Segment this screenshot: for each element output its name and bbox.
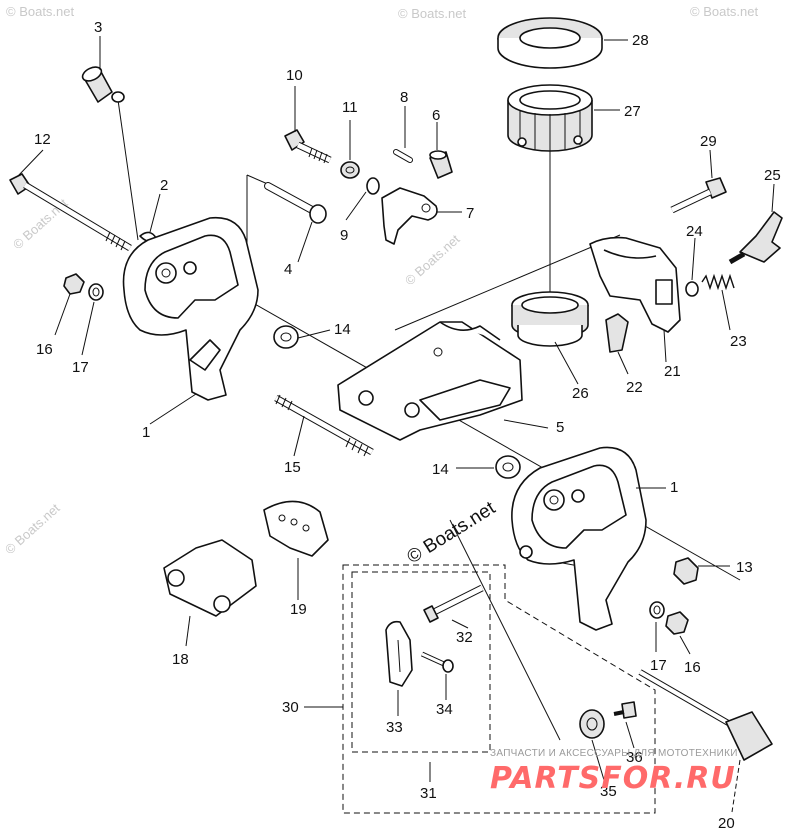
callout-16-left: 16 — [36, 341, 53, 358]
callout-28: 28 — [632, 32, 649, 49]
watermark: © Boats.net — [402, 231, 463, 288]
callout-2: 2 — [160, 177, 168, 194]
part-5-swivel-bracket — [337, 321, 523, 441]
watermark: © Boats.net — [690, 4, 759, 19]
watermark: © Boats.net — [398, 6, 467, 21]
part-32-stud — [423, 584, 484, 623]
callout-35: 35 — [600, 783, 617, 800]
callout-labels: 3 2 10 4 11 8 6 9 7 12 16 17 14 1 15 5 1… — [34, 19, 781, 832]
callout-10: 10 — [286, 67, 303, 84]
part-4-pin — [264, 182, 327, 224]
part-19-cradle — [263, 500, 329, 557]
part-8-pin — [393, 149, 413, 163]
center-watermark: © Boats.net — [404, 497, 500, 568]
part-16-nut-left — [63, 273, 85, 295]
callout-22: 22 — [626, 379, 643, 396]
part-18-holder — [163, 539, 257, 617]
part-21-clamp — [589, 236, 681, 333]
callout-11: 11 — [342, 99, 358, 116]
part-23-spring — [701, 273, 735, 291]
callout-20: 20 — [718, 815, 735, 832]
callout-23: 23 — [730, 333, 747, 350]
banner-caption: ЗАПЧАСТИ И АКСЕССУАРЫ ДЛЯ МОТОТЕХНИКИ — [490, 748, 738, 759]
part-34-pin — [420, 651, 454, 673]
callout-33: 33 — [386, 719, 403, 736]
part-27-bushing — [507, 84, 593, 152]
callout-7: 7 — [466, 205, 474, 222]
part-25-thumb-screw — [728, 211, 783, 265]
part-10-bolt — [284, 129, 332, 164]
callout-4: 4 — [284, 261, 292, 278]
callout-5: 5 — [556, 419, 564, 436]
part-35-knob — [579, 709, 605, 739]
callout-24: 24 — [686, 223, 703, 240]
callout-16-right: 16 — [684, 659, 701, 676]
part-36-screw — [613, 701, 637, 719]
part-15-rod — [274, 394, 374, 457]
watermark: © Boats.net — [2, 500, 63, 557]
callout-13: 13 — [736, 559, 753, 576]
callout-32: 32 — [456, 629, 473, 646]
callout-25: 25 — [764, 167, 781, 184]
part-3-plug — [81, 66, 125, 103]
callout-6: 6 — [432, 107, 440, 124]
callout-34: 34 — [436, 701, 453, 718]
callout-27: 27 — [624, 103, 641, 120]
callout-14-top: 14 — [334, 321, 351, 338]
part-1-bracket-right — [511, 446, 647, 631]
callout-leaders — [17, 36, 775, 782]
partsfor-banner: ЗАПЧАСТИ И АКСЕССУАРЫ ДЛЯ МОТОТЕХНИКИ PA… — [490, 748, 738, 796]
part-17-washer-right — [649, 601, 665, 619]
part-12-bolt — [9, 173, 132, 252]
callout-18: 18 — [172, 651, 189, 668]
part-14-washer-bottom — [495, 455, 521, 479]
callout-17-right: 17 — [650, 657, 667, 674]
part-14-washer-top — [273, 325, 299, 349]
watermark: © Boats.net — [6, 4, 75, 19]
part-1-bracket-left — [122, 216, 259, 401]
part-28-ring — [497, 17, 603, 69]
part-11-nut — [340, 161, 360, 179]
callout-3: 3 — [94, 19, 102, 36]
callout-15: 15 — [284, 459, 301, 476]
part-16-nut-right — [665, 611, 689, 635]
banner-logo: PARTSFOR.RU — [490, 761, 736, 796]
part-7-lever — [381, 187, 438, 245]
callout-8: 8 — [400, 89, 408, 106]
callout-17-left: 17 — [72, 359, 89, 376]
assembly-box-31 — [351, 571, 491, 753]
part-22-block — [605, 313, 629, 353]
callout-12: 12 — [34, 131, 51, 148]
part-29-bolt — [670, 177, 727, 214]
callout-9: 9 — [340, 227, 348, 244]
callout-29: 29 — [700, 133, 717, 150]
callout-14-bottom: 14 — [432, 461, 449, 478]
part-24-washer — [685, 281, 699, 297]
part-9-clip — [366, 177, 380, 195]
callout-26: 26 — [572, 385, 589, 402]
part-33-lock-lever — [385, 620, 413, 687]
part-6-sleeve — [429, 150, 453, 179]
callout-36: 36 — [626, 749, 643, 766]
callout-31: 31 — [420, 785, 437, 802]
callout-1-left: 1 — [142, 424, 150, 441]
callout-21: 21 — [664, 363, 681, 380]
callout-19: 19 — [290, 601, 307, 618]
callout-30: 30 — [282, 699, 299, 716]
part-20-tilt-rod — [638, 669, 773, 813]
part-26-bushing — [511, 291, 589, 347]
assembly-box-30 — [342, 564, 656, 814]
callout-1-right: 1 — [670, 479, 678, 496]
part-17-washer-left — [88, 283, 104, 301]
part-13-nut — [673, 557, 699, 585]
